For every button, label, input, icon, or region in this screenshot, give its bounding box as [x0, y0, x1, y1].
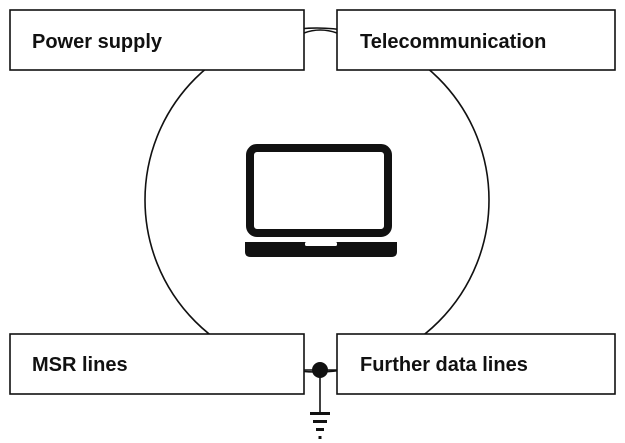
box-further-data-lines-label: Further data lines	[360, 354, 528, 376]
box-telecommunication-label: Telecommunication	[360, 31, 546, 53]
box-telecommunication: Telecommunication	[336, 9, 616, 71]
top-connector-line	[303, 29, 338, 34]
box-msr-lines-label: MSR lines	[32, 354, 128, 376]
ground-symbol-icon	[310, 412, 330, 439]
box-power-supply-label: Power supply	[32, 31, 163, 53]
laptop-icon	[245, 144, 397, 257]
box-msr-lines: MSR lines	[9, 333, 305, 395]
box-further-data-lines: Further data lines	[336, 333, 616, 395]
connection-circle	[144, 27, 490, 373]
box-power-supply: Power supply	[9, 9, 305, 71]
